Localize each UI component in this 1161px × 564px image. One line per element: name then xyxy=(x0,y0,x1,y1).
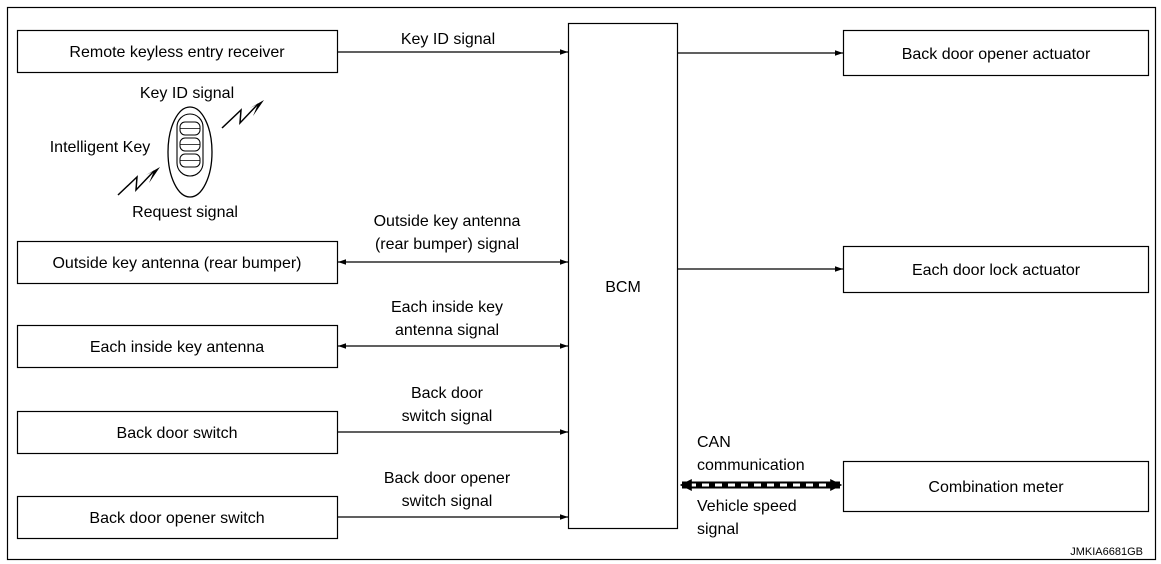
vehicle-speed-label-line1: Vehicle speed xyxy=(697,498,797,515)
can-label-line1: CAN xyxy=(697,434,731,451)
back-door-signal-line1: Back door xyxy=(411,385,484,402)
can-label-line2: communication xyxy=(697,457,805,474)
inside-antenna-signal-line2: antenna signal xyxy=(395,322,499,339)
back-door-opener-switch-box: Back door opener switch xyxy=(16,495,339,540)
each-door-lock-actuator-box: Each door lock actuator xyxy=(842,245,1150,294)
opener-signal-line2: switch signal xyxy=(402,493,493,510)
back-door-switch-box: Back door switch xyxy=(16,410,339,455)
intelligent-key-icon xyxy=(167,106,213,198)
inside-antenna-signal-line1: Each inside key xyxy=(391,299,503,316)
outside-antenna-signal-line2: (rear bumper) signal xyxy=(375,236,519,253)
intelligent-key-label: Intelligent Key xyxy=(50,139,151,156)
combination-meter-label: Combination meter xyxy=(928,479,1064,496)
each-door-lock-actuator-label: Each door lock actuator xyxy=(912,262,1081,279)
diagram-frame xyxy=(6,6,1157,561)
remote-keyless-entry-receiver-box: Remote keyless entry receiver xyxy=(16,29,339,74)
back-door-switch-label: Back door switch xyxy=(117,425,238,442)
each-inside-key-antenna-box: Each inside key antenna xyxy=(16,324,339,369)
back-door-opener-actuator-label: Back door opener actuator xyxy=(902,46,1091,63)
bcm-label: BCM xyxy=(605,279,641,296)
bcm-box: BCM xyxy=(567,22,679,530)
outside-key-antenna-label: Outside key antenna (rear bumper) xyxy=(52,255,301,272)
request-wireless-icon xyxy=(117,167,160,196)
vehicle-speed-label-line2: signal xyxy=(697,521,739,538)
request-signal-label: Request signal xyxy=(132,204,238,221)
key-id-signal-label-2: Key ID signal xyxy=(140,85,234,102)
outside-antenna-signal-line1: Outside key antenna xyxy=(374,213,521,230)
outside-key-antenna-box: Outside key antenna (rear bumper) xyxy=(16,240,339,285)
key-id-wireless-icon xyxy=(221,100,264,129)
opener-signal-line1: Back door opener xyxy=(384,470,511,487)
back-door-opener-switch-label: Back door opener switch xyxy=(89,510,264,527)
each-inside-key-antenna-label: Each inside key antenna xyxy=(90,339,264,356)
key-id-signal-label: Key ID signal xyxy=(401,31,495,48)
reference-code: JMKIA6681GB xyxy=(1070,546,1143,558)
remote-keyless-entry-receiver-label: Remote keyless entry receiver xyxy=(69,44,285,61)
back-door-signal-line2: switch signal xyxy=(402,408,493,425)
combination-meter-box: Combination meter xyxy=(842,460,1150,513)
back-door-opener-actuator-box: Back door opener actuator xyxy=(842,29,1150,77)
